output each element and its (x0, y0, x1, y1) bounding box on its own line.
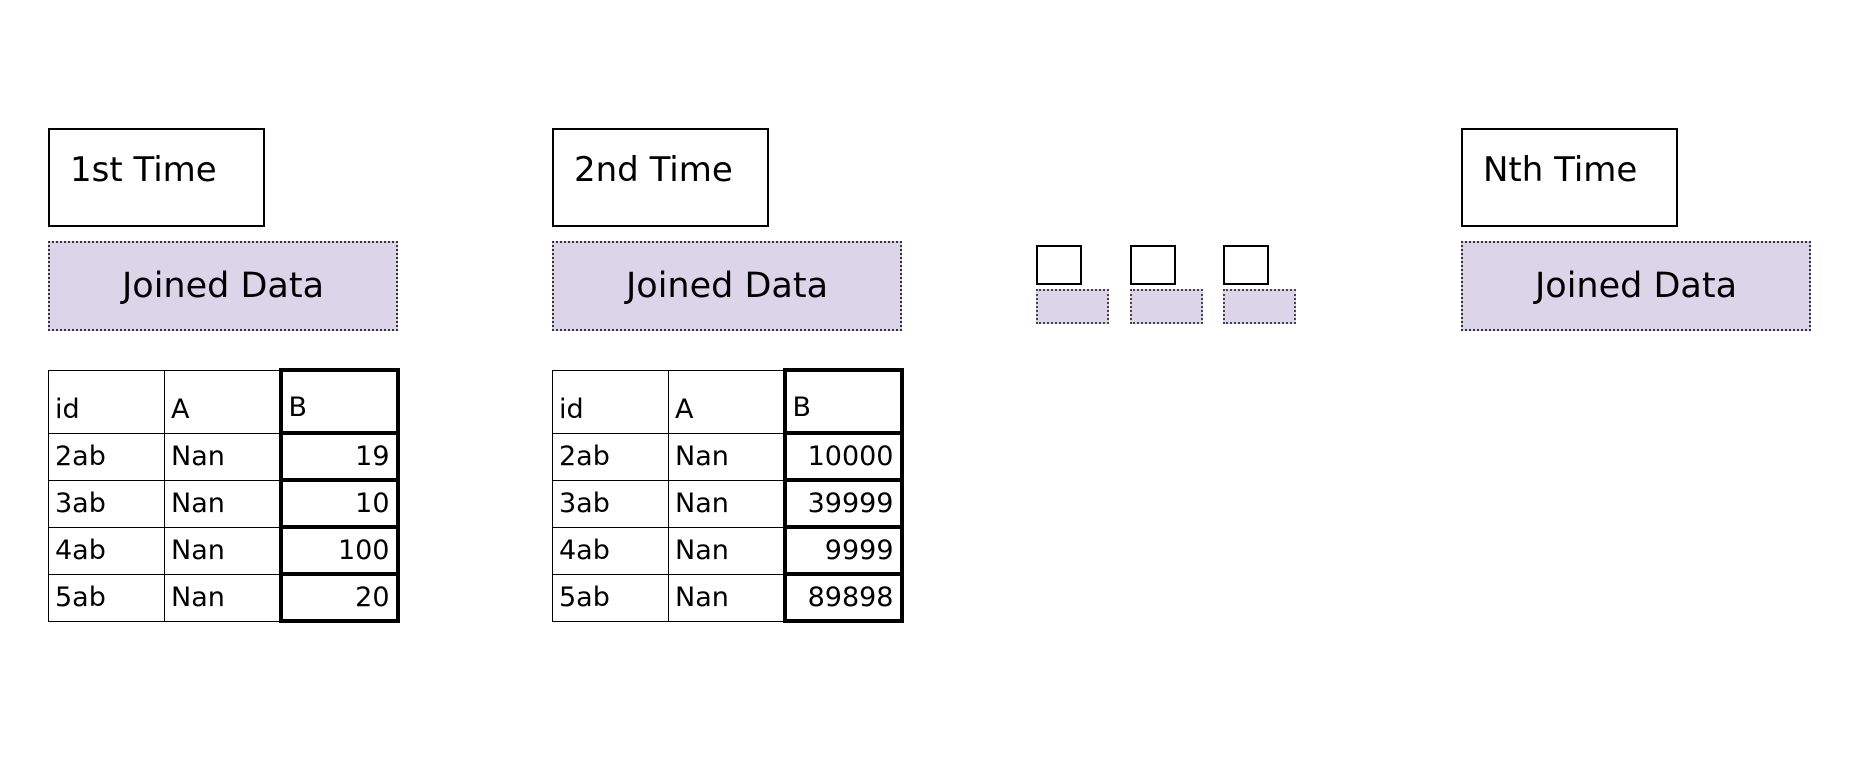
cell-a: Nan (668, 479, 785, 528)
joined-data-label: Joined Data (625, 266, 829, 306)
cell-a: Nan (164, 479, 281, 528)
table-row: 2ab Nan 19 (48, 431, 400, 482)
cell-b: 10 (278, 478, 400, 529)
cell-a: Nan (668, 432, 785, 481)
header-cell-id: id (552, 369, 669, 434)
mini-time-box (1036, 245, 1082, 285)
time-box-1st: 1st Time (48, 128, 265, 227)
joined-data-label: Joined Data (1534, 266, 1738, 306)
cell-id: 5ab (48, 573, 165, 622)
cell-b: 39999 (782, 478, 904, 529)
cell-id: 5ab (552, 573, 669, 622)
table-row: 4ab Nan 100 (48, 525, 400, 576)
header-cell-b: B (278, 368, 400, 435)
table-header-row: id A B (552, 368, 904, 435)
cell-a: Nan (668, 526, 785, 575)
data-table-2nd: id A B 2ab Nan 10000 3ab Nan 39999 4ab N… (552, 368, 904, 623)
joined-data-box-2nd: Joined Data (552, 241, 902, 331)
cell-b: 89898 (782, 572, 904, 623)
header-cell-b: B (782, 368, 904, 435)
cell-id: 3ab (48, 479, 165, 528)
table-row: 2ab Nan 10000 (552, 431, 904, 482)
mini-joined-box (1130, 289, 1203, 324)
cell-a: Nan (668, 573, 785, 622)
time-label: 1st Time (70, 150, 217, 190)
cell-a: Nan (164, 573, 281, 622)
cell-b: 9999 (782, 525, 904, 576)
cell-a: Nan (164, 526, 281, 575)
time-label: Nth Time (1483, 150, 1638, 190)
header-cell-id: id (48, 369, 165, 434)
joined-data-label: Joined Data (121, 266, 325, 306)
cell-id: 4ab (552, 526, 669, 575)
time-box-nth: Nth Time (1461, 128, 1678, 227)
table-row: 4ab Nan 9999 (552, 525, 904, 576)
cell-b: 20 (278, 572, 400, 623)
cell-id: 2ab (552, 432, 669, 481)
mini-time-box (1223, 245, 1269, 285)
table-header-row: id A B (48, 368, 400, 435)
mini-time-box (1130, 245, 1176, 285)
cell-b: 10000 (782, 431, 904, 482)
cell-a: Nan (164, 432, 281, 481)
time-label: 2nd Time (574, 150, 733, 190)
cell-id: 4ab (48, 526, 165, 575)
joined-data-box-nth: Joined Data (1461, 241, 1811, 331)
table-row: 5ab Nan 89898 (552, 572, 904, 623)
data-table-1st: id A B 2ab Nan 19 3ab Nan 10 4ab Nan 100… (48, 368, 400, 623)
header-cell-a: A (164, 369, 281, 434)
header-cell-a: A (668, 369, 785, 434)
table-row: 5ab Nan 20 (48, 572, 400, 623)
time-box-2nd: 2nd Time (552, 128, 769, 227)
cell-b: 100 (278, 525, 400, 576)
joined-data-box-1st: Joined Data (48, 241, 398, 331)
cell-id: 3ab (552, 479, 669, 528)
cell-id: 2ab (48, 432, 165, 481)
table-row: 3ab Nan 39999 (552, 478, 904, 529)
cell-b: 19 (278, 431, 400, 482)
mini-joined-box (1223, 289, 1296, 324)
mini-joined-box (1036, 289, 1109, 324)
table-row: 3ab Nan 10 (48, 478, 400, 529)
